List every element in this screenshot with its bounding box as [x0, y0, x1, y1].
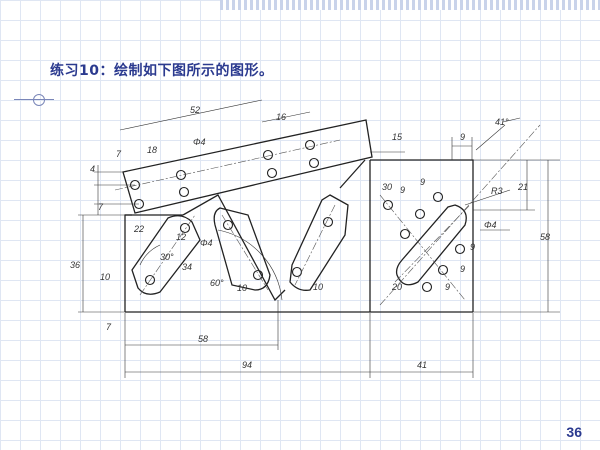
dim-phi4-right: Φ4 [484, 220, 497, 230]
margin-ornament [33, 94, 45, 106]
dim-60deg: 60° [210, 278, 224, 288]
dim-22: 22 [133, 224, 144, 234]
dim-10-right: 10 [313, 282, 323, 292]
dim-12: 12 [176, 232, 186, 242]
dim-7-top: 7 [116, 149, 122, 159]
dim-21: 21 [517, 182, 528, 192]
dim-7-bottom: 7 [106, 322, 112, 332]
dim-10-center: 10 [237, 283, 247, 293]
dim-9-e: 9 [445, 282, 450, 292]
center-lines [114, 124, 541, 306]
dim-r3: R3 [491, 186, 503, 196]
dim-7-left: 7 [98, 202, 104, 212]
dim-18: 18 [147, 145, 157, 155]
dim-36: 36 [70, 260, 80, 270]
dim-30deg: 30° [160, 252, 174, 262]
dim-58-vertical: 58 [540, 232, 550, 242]
dim-34: 34 [182, 262, 192, 272]
page-number: 36 [566, 424, 582, 440]
dim-4: 4 [90, 164, 95, 174]
dim-9-d: 9 [460, 264, 465, 274]
dim-52: 52 [190, 105, 200, 115]
dim-phi4-upper: Φ4 [193, 137, 206, 147]
dim-20: 20 [391, 282, 402, 292]
dim-16: 16 [276, 112, 286, 122]
dim-10-left: 10 [100, 272, 110, 282]
header-strip [220, 0, 600, 10]
dim-41deg: 41° [495, 117, 509, 127]
dim-9-a: 9 [400, 185, 405, 195]
dim-15: 15 [392, 132, 403, 142]
dim-58: 58 [198, 334, 208, 344]
dim-94: 94 [242, 360, 252, 370]
dim-9-top: 9 [460, 132, 465, 142]
slots [131, 194, 467, 295]
slide-title: 练习10：绘制如下图所示的图形。 [50, 63, 274, 79]
dim-9-c: 9 [470, 242, 475, 252]
dim-9-b: 9 [420, 177, 425, 187]
dim-41: 41 [417, 360, 427, 370]
dimension-lines [78, 99, 560, 378]
dim-phi4-middle: Φ4 [200, 238, 213, 248]
dim-30: 30 [382, 182, 392, 192]
